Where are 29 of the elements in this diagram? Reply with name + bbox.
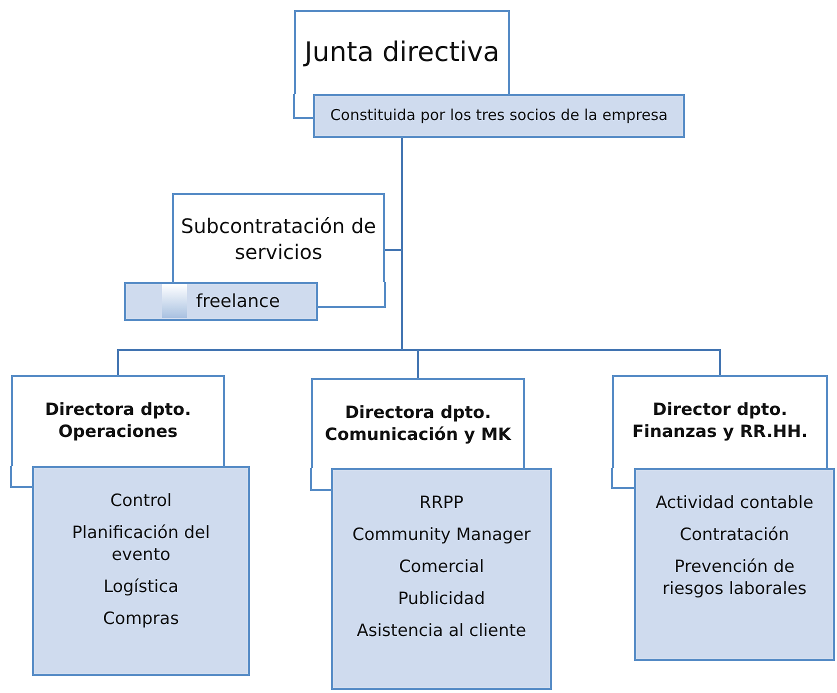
title-box bbox=[172, 193, 385, 282]
title-box bbox=[294, 10, 510, 94]
task-item: Contratación bbox=[678, 524, 790, 546]
department-box bbox=[612, 375, 828, 468]
task-item: Publicidad bbox=[396, 588, 486, 610]
description-box bbox=[313, 94, 685, 138]
task-item: Compras bbox=[102, 608, 180, 630]
box-label: Director dpto. Finanzas y RR.HH. bbox=[631, 399, 809, 444]
task-item: Planificación del evento bbox=[71, 522, 211, 566]
box-label: freelance bbox=[195, 290, 281, 314]
task-item: Actividad contable bbox=[654, 492, 814, 514]
task-list-box bbox=[32, 466, 250, 676]
box-label: Subcontratación de servicios bbox=[180, 212, 378, 264]
task-item: RRPP bbox=[418, 492, 465, 514]
box-label: Directora dpto. Operaciones bbox=[44, 399, 192, 444]
department-box bbox=[311, 378, 525, 468]
task-item: Control bbox=[109, 490, 173, 512]
description-box bbox=[124, 282, 318, 321]
box-label: Directora dpto. Comunicación y MK bbox=[324, 402, 512, 446]
task-item: Comercial bbox=[398, 556, 486, 578]
box-label: Constituida por los tres socios de la empresa bbox=[329, 106, 669, 126]
box-label: Junta directiva bbox=[302, 36, 501, 70]
task-item: Prevención de riesgos laborales bbox=[661, 556, 808, 600]
task-item: Community Manager bbox=[351, 524, 532, 546]
department-box bbox=[11, 375, 225, 466]
task-item: Asistencia al cliente bbox=[356, 620, 528, 642]
task-item: Logística bbox=[102, 576, 180, 598]
task-list-box bbox=[331, 468, 552, 690]
task-list-box bbox=[634, 468, 835, 661]
